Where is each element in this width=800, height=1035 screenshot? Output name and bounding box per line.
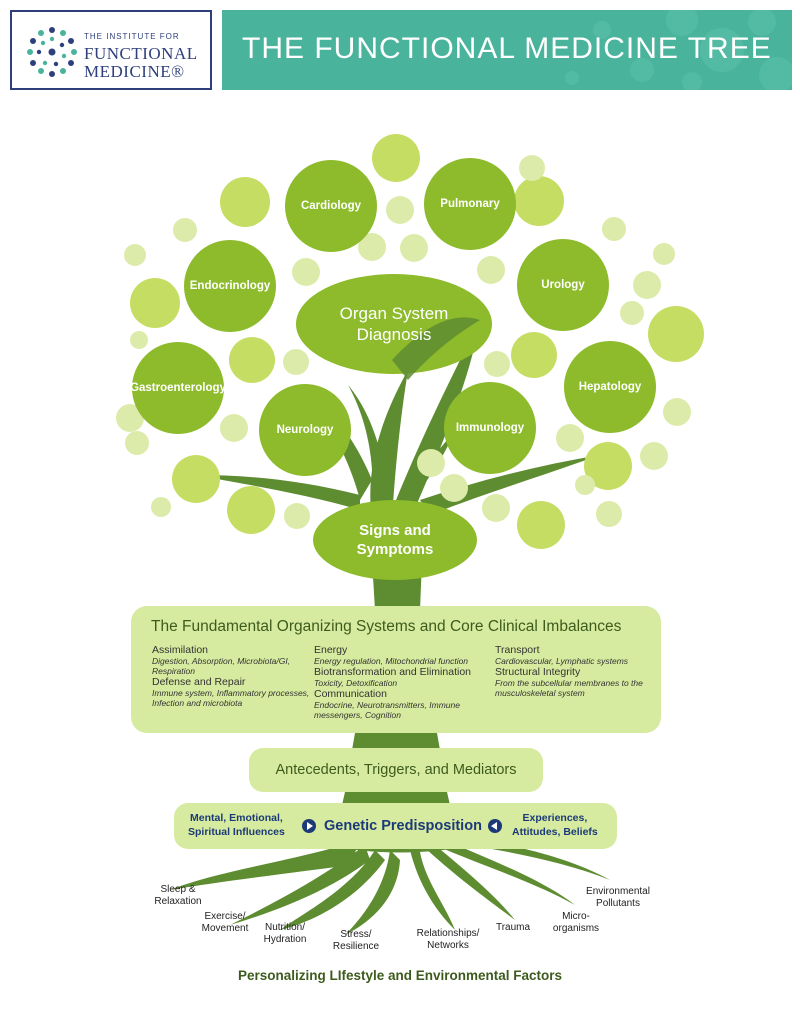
root-line-1: Relationships/: [416, 928, 480, 939]
antecedents-label: Antecedents, Triggers, and Mediators: [275, 762, 517, 778]
fundamental-column-2: Energy Energy regulation, Mitochondrial …: [314, 644, 499, 720]
root-line-2: Movement: [201, 923, 249, 934]
system-heading: Assimilation: [152, 644, 209, 656]
system-heading: Transport: [495, 644, 540, 656]
experiences-line-1: Experiences,: [522, 812, 588, 824]
logo-line-1: FUNCTIONAL: [84, 44, 198, 63]
fundamental-column-3: Transport Cardiovascular, Lymphatic syst…: [495, 644, 655, 698]
page-title: THE FUNCTIONAL MEDICINE TREE: [242, 32, 772, 65]
root-line-1: Micro-: [562, 911, 590, 922]
root-nutrition: Nutrition/ Hydration: [264, 922, 307, 946]
system-detail: Cardiovascular, Lymphatic systems: [495, 656, 629, 666]
antecedents-box: Antecedents, Triggers, and Mediators: [249, 748, 543, 792]
root-line-2: Relaxation: [154, 896, 202, 907]
footer-caption: Personalizing LIfestyle and Environmenta…: [237, 968, 563, 983]
root-line-1: Nutrition/: [264, 922, 305, 933]
fundamental-column-1: Assimilation Digestion, Absorption, Micr…: [152, 644, 322, 708]
root-line-2: Pollutants: [596, 898, 640, 909]
genetic-predisposition-label: Genetic Predisposition: [324, 818, 482, 834]
mental-influences-label: Mental, Emotional, Spiritual Influences: [188, 811, 285, 839]
root-microorganisms: Micro- organisms: [553, 911, 599, 935]
title-banner: THE FUNCTIONAL MEDICINE TREE: [222, 10, 792, 90]
root-stress: Stress/ Resilience: [333, 929, 379, 953]
banner-pattern: [565, 10, 792, 90]
root-line-1: Environmental: [586, 886, 650, 897]
system-detail: Endocrine, Neurotransmitters, Immune mes…: [314, 700, 460, 720]
branch-overlay: [392, 317, 480, 380]
arrow-left-icon: [488, 819, 502, 833]
root-line-1: Trauma: [495, 922, 531, 933]
decorative-circles: [116, 134, 704, 549]
root-line-1: Exercise/: [204, 911, 246, 922]
logo-line-2: MEDICINE®: [84, 62, 185, 81]
fundamental-systems-box: The Fundamental Organizing Systems and C…: [131, 606, 661, 733]
root-relationships: Relationships/ Networks: [417, 928, 480, 952]
fundamental-title: The Fundamental Organizing Systems and C…: [151, 618, 622, 635]
system-heading: Energy: [314, 644, 348, 656]
root-environmental: Environmental Pollutants: [586, 886, 650, 910]
logo-subtitle: THE INSTITUTE FOR: [84, 32, 180, 41]
system-heading: Biotransformation and Elimination: [314, 666, 471, 678]
institute-logo: THE INSTITUTE FOR FUNCTIONAL MEDICINE®: [10, 10, 212, 90]
system-detail: Digestion, Absorption, Microbiota/GI, Re…: [152, 656, 291, 676]
root-line-1: Sleep &: [160, 884, 196, 895]
organ-system-oval: [296, 274, 492, 374]
system-detail: Energy regulation, Mitochondrial functio…: [314, 656, 469, 666]
mental-line-1: Mental, Emotional,: [190, 812, 283, 824]
signs-symptoms-oval: [313, 500, 477, 580]
system-detail: Toxicity, Detoxification: [314, 678, 398, 688]
experiences-label: Experiences, Attitudes, Beliefs: [512, 811, 598, 839]
system-heading: Communication: [314, 688, 387, 700]
mental-line-2: Spiritual Influences: [188, 826, 285, 838]
logo-mark-icon: [27, 27, 77, 77]
system-heading: Defense and Repair: [152, 676, 246, 688]
root-trauma: Trauma: [496, 922, 530, 934]
system-detail: Immune system, Inflammatory processes, I…: [152, 688, 310, 708]
genetic-box: Mental, Emotional, Spiritual Influences …: [174, 803, 617, 849]
experiences-line-2: Attitudes, Beliefs: [512, 826, 598, 838]
root-sleep: Sleep & Relaxation: [154, 884, 201, 908]
arrow-right-icon: [302, 819, 316, 833]
system-heading: Structural Integrity: [495, 666, 581, 678]
root-exercise: Exercise/ Movement: [202, 911, 249, 935]
specialty-circles: [132, 158, 656, 476]
root-line-1: Stress/: [340, 929, 372, 940]
root-line-2: organisms: [552, 923, 600, 934]
root-line-2: Networks: [427, 940, 469, 951]
system-detail: From the subcellular membranes to the mu…: [495, 678, 643, 698]
root-line-2: Resilience: [332, 941, 380, 952]
root-line-2: Hydration: [263, 934, 307, 945]
